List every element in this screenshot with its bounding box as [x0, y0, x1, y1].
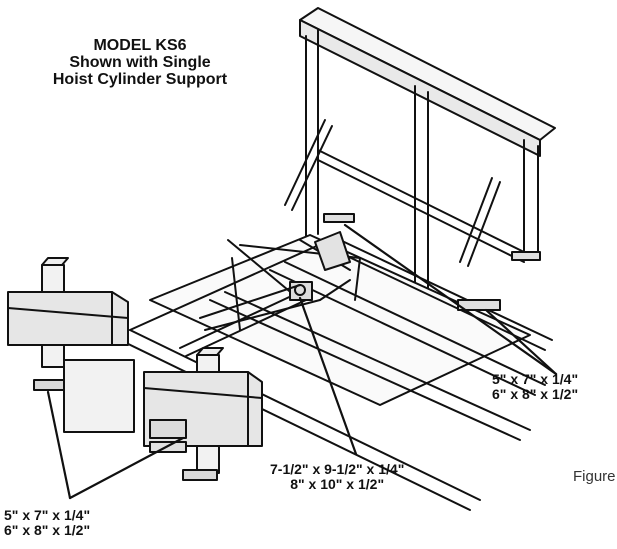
leader-lines	[46, 223, 558, 500]
figure-caption: Figure	[573, 468, 616, 485]
dimension-label-center: 7-1/2" x 9-1/2" x 1/4" 8" x 10" x 1/2"	[270, 462, 404, 491]
dimension-left-line2: 6" x 8" x 1/2"	[4, 521, 91, 538]
dimension-label-right: 5" x 7" x 1/4" 6" x 8" x 1/2"	[492, 372, 578, 401]
front-support-left	[7, 257, 135, 433]
hoist-cylinder	[179, 231, 351, 357]
model-subtitle-line2: Hoist Cylinder Support	[52, 70, 228, 88]
frame-rails	[119, 234, 553, 511]
dimension-left-line1: 5" x 7" x 1/4"	[4, 507, 91, 523]
dimension-center-line1: 7-1/2" x 9-1/2" x 1/4"	[270, 461, 405, 477]
dimension-right-line1: 5" x 7" x 1/4"	[492, 371, 579, 387]
model-name: MODEL KS6	[93, 37, 187, 54]
model-subtitle-line1: Shown with Single	[69, 53, 211, 71]
front-support-right	[143, 347, 263, 481]
dimension-right-line2: 6" x 8" x 1/2"	[492, 385, 579, 402]
dimension-label-left: 5" x 7" x 1/4" 6" x 8" x 1/2"	[4, 508, 90, 537]
dimension-center-line2: 8" x 10" x 1/2"	[290, 475, 385, 492]
model-title-block: MODEL KS6 Shown with Single Hoist Cylind…	[14, 37, 266, 88]
headboard-frame	[284, 7, 556, 319]
